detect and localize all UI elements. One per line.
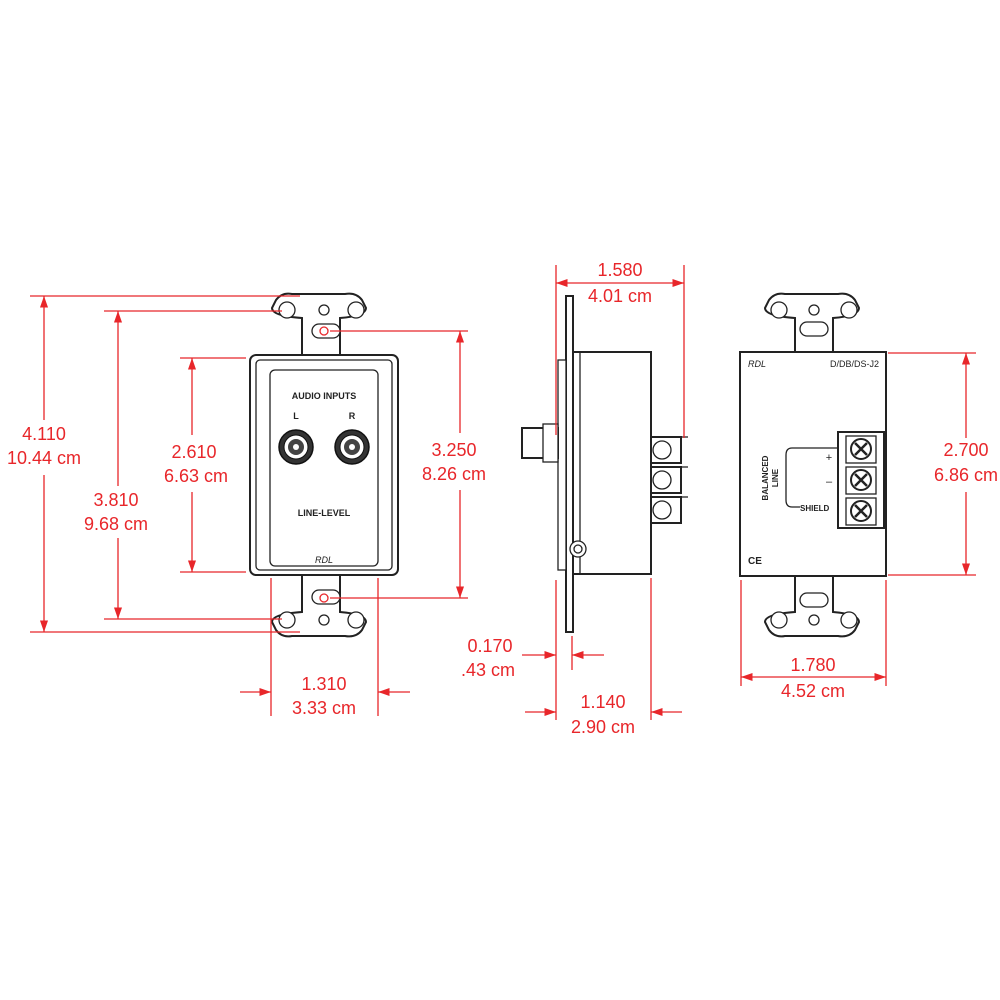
plate-thickness-cm: .43 cm: [461, 660, 515, 680]
total-depth-cm: 4.01 cm: [588, 286, 652, 306]
side-view: [521, 295, 688, 633]
front-right-label: R: [349, 411, 356, 421]
rear-minus-label: –: [826, 476, 833, 488]
front-view: AUDIO INPUTS L R LINE-LEVEL RDL: [249, 292, 399, 638]
front-bottom-screw-hole: [318, 614, 330, 626]
side-body: [572, 351, 652, 575]
rear-plus-label: +: [826, 452, 832, 464]
rear-ce-mark: CE: [748, 556, 762, 567]
rca-jack-right: [334, 429, 370, 465]
hole-spacing-cm: 9.68 cm: [84, 514, 148, 534]
rear-terminal-block: [837, 431, 885, 529]
overall-height-cm: 10.44 cm: [7, 448, 81, 468]
rear-logo: RDL: [748, 359, 766, 369]
hole-spacing-in: 3.810: [93, 490, 138, 510]
side-dimensions: 1.580 4.01 cm 0.170 .43 cm 1.140 2.90 cm: [461, 260, 685, 737]
body-depth-cm: 2.90 cm: [571, 717, 635, 737]
rear-height-cm: 6.86 cm: [934, 465, 998, 485]
front-dimensions: 4.110 10.44 cm 3.810 9.68 cm 2.610 6.63 …: [7, 295, 486, 718]
rear-view: RDL D/DB/DS-J2 BALANCED LINE + – SHIELD …: [739, 292, 887, 638]
front-inner-panel: [269, 369, 379, 567]
rca-jack-left: [278, 429, 314, 465]
rear-width-cm: 4.52 cm: [781, 681, 845, 701]
panel-height-in: 2.610: [171, 442, 216, 462]
front-width-cm: 3.33 cm: [292, 698, 356, 718]
side-terminal-block: [650, 436, 688, 524]
rear-height-in: 2.700: [943, 440, 988, 460]
rear-width-in: 1.780: [790, 655, 835, 675]
front-width-in: 1.310: [301, 674, 346, 694]
front-bottom-label: LINE-LEVEL: [298, 508, 351, 518]
rear-dimensions: 2.700 6.86 cm 1.780 4.52 cm: [740, 352, 998, 701]
body-height-in: 3.250: [431, 440, 476, 460]
panel-height-cm: 6.63 cm: [164, 466, 228, 486]
plate-thickness-in: 0.170: [467, 636, 512, 656]
front-panel-title: AUDIO INPUTS: [292, 391, 357, 401]
rear-shield-label: SHIELD: [800, 504, 830, 513]
rear-model: D/DB/DS-J2: [830, 359, 879, 369]
front-top-screw-hole: [318, 304, 330, 316]
rear-balanced-label: BALANCED: [761, 455, 770, 500]
body-depth-in: 1.140: [580, 692, 625, 712]
front-left-label: L: [293, 411, 299, 421]
rear-line-label: LINE: [771, 468, 780, 487]
body-height-cm: 8.26 cm: [422, 464, 486, 484]
side-plate: [565, 295, 574, 633]
overall-height-in: 4.110: [22, 424, 66, 444]
total-depth-in: 1.580: [597, 260, 642, 280]
front-logo: RDL: [315, 555, 333, 565]
